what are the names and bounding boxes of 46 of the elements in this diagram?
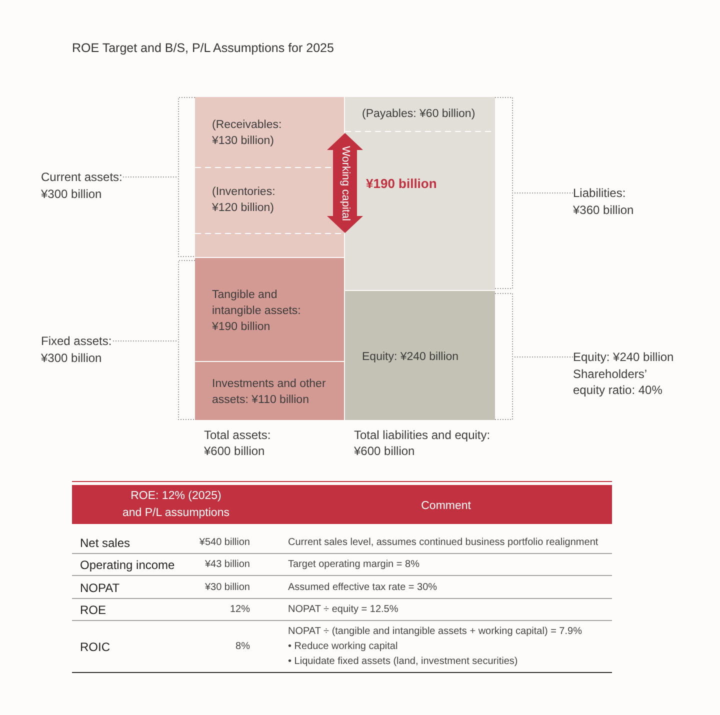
annotation-text: Fixed assets: ¥300 billion xyxy=(41,333,113,366)
row-value: ¥30 billion xyxy=(204,581,250,595)
row-label: Operating income xyxy=(80,558,175,572)
bullet-item: • Liquidate fixed assets (land, investment securities) xyxy=(288,655,518,669)
leader-line xyxy=(512,356,574,358)
block-text: Tangible and intangible assets: ¥190 billion xyxy=(212,288,302,335)
block-text: (Inventories: ¥120 billion) xyxy=(212,185,276,216)
comment-text: Target operating margin = 8% xyxy=(288,558,420,572)
leader-line xyxy=(112,340,178,342)
row-value: ¥43 billion xyxy=(204,558,250,572)
comment-text: Assumed effective tax rate = 30% xyxy=(288,581,438,595)
balance-sheet-block xyxy=(345,291,495,420)
leader-line xyxy=(122,176,178,178)
block-text: Equity: ¥240 billion xyxy=(362,350,460,365)
annotation-text: Shareholders’ equity ratio: 40% xyxy=(573,366,663,398)
annotation-text: Current assets: ¥300 billion xyxy=(41,169,123,202)
header-text: Comment xyxy=(420,498,472,514)
comment-text: NOPAT ÷ (tangible and intangible assets + working capital) = 7.9% xyxy=(288,625,582,639)
block-text: (Receivables: ¥130 billion) xyxy=(212,118,283,149)
diagram-title: ROE Target and B/S, P/L Assumptions for 2025 xyxy=(72,40,334,56)
row-label: ROIC xyxy=(80,640,110,654)
arrow-label: Working capital xyxy=(338,146,352,220)
block-text: Investments and other assets: ¥110 billion xyxy=(212,377,327,408)
row-value: 8% xyxy=(236,640,250,654)
total-label: Total assets: ¥600 billion xyxy=(204,427,272,459)
row-label: ROE xyxy=(80,603,106,617)
total-label: Total liabilities and equity: ¥600 billion xyxy=(354,427,491,459)
balance-sheet-block xyxy=(195,362,344,420)
row-label: Net sales xyxy=(80,536,130,550)
bracket xyxy=(495,293,513,420)
row-value: 12% xyxy=(230,603,250,617)
annotation-text: Liabilities: ¥360 billion xyxy=(573,185,635,218)
bracket xyxy=(178,97,195,257)
bracket xyxy=(495,97,513,289)
block-text: (Payables: ¥60 billion) xyxy=(362,107,476,122)
bracket xyxy=(178,260,195,420)
row-label: NOPAT xyxy=(80,581,120,595)
bullet-item: • Reduce working capital xyxy=(288,640,398,654)
row-value: ¥540 billion xyxy=(199,536,250,550)
header-text: ROE: 12% (2025) and P/L assumptions xyxy=(122,488,230,520)
comment-text: NOPAT ÷ equity = 12.5% xyxy=(288,603,398,617)
leader-line xyxy=(512,192,574,194)
balance-sheet-block xyxy=(195,258,344,361)
annotation-text: Equity: ¥240 billion xyxy=(573,349,674,366)
amount-label: ¥190 billion xyxy=(366,176,437,192)
comment-text: Current sales level, assumes continued business portfolio realignment xyxy=(288,536,598,550)
